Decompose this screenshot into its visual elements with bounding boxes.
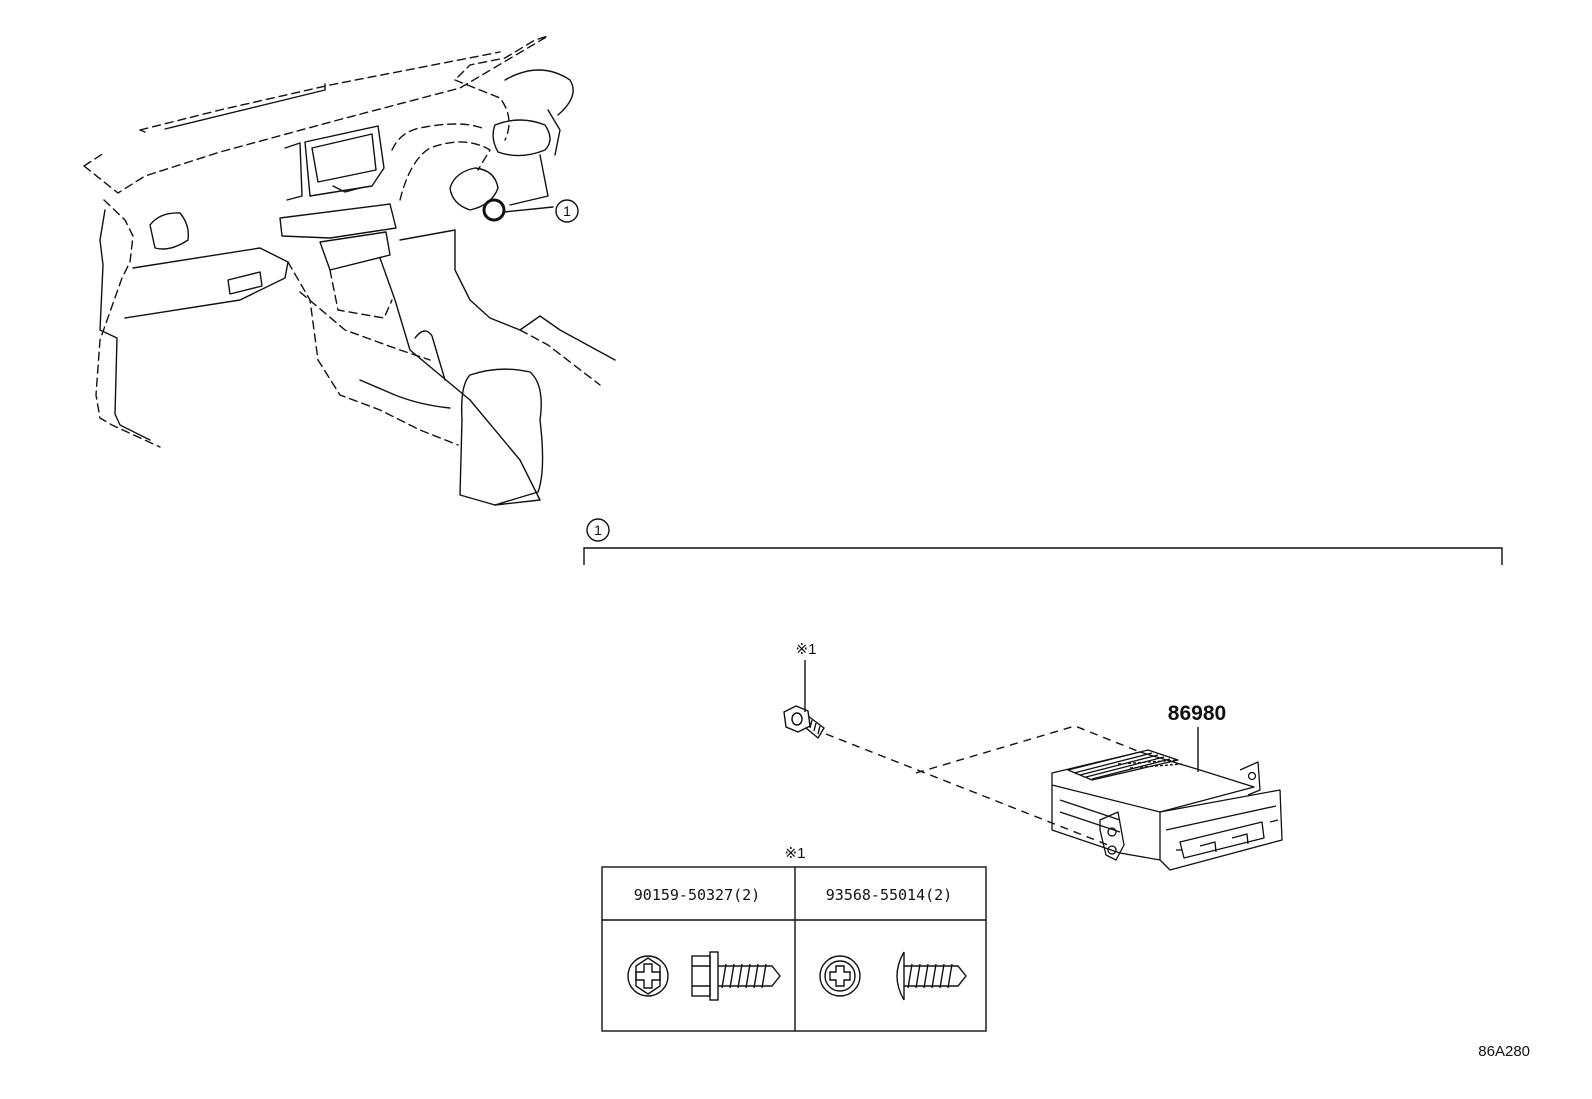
flange-bolt-icon (627, 951, 781, 1001)
screw-icon (819, 951, 967, 1001)
svg-text:1: 1 (594, 522, 602, 538)
diagram-code: 86A280 (1478, 1043, 1530, 1060)
module-part-number: 86980 (1168, 702, 1226, 772)
part-no-cell-2: 93568-55014(2) (826, 886, 952, 904)
svg-text:※1: ※1 (785, 845, 806, 862)
control-module-illustration (1051, 749, 1283, 871)
dashboard-illustration (83, 35, 616, 506)
part-no-cell-1: 90159-50327(2) (634, 886, 760, 904)
svg-text:1: 1 (563, 203, 571, 219)
note-mark-bolt: ※1 (796, 641, 817, 712)
fastener-table: ※1 90159-50327(2) 93568-55014(2) (601, 845, 987, 1032)
assembly-lines (825, 725, 1141, 846)
dashboard-callout: 1 (555, 199, 579, 223)
section-bracket: 1 (583, 518, 1503, 565)
svg-text:※1: ※1 (796, 641, 817, 658)
bolt-icon (783, 705, 825, 740)
svg-text:86980: 86980 (1168, 702, 1226, 725)
